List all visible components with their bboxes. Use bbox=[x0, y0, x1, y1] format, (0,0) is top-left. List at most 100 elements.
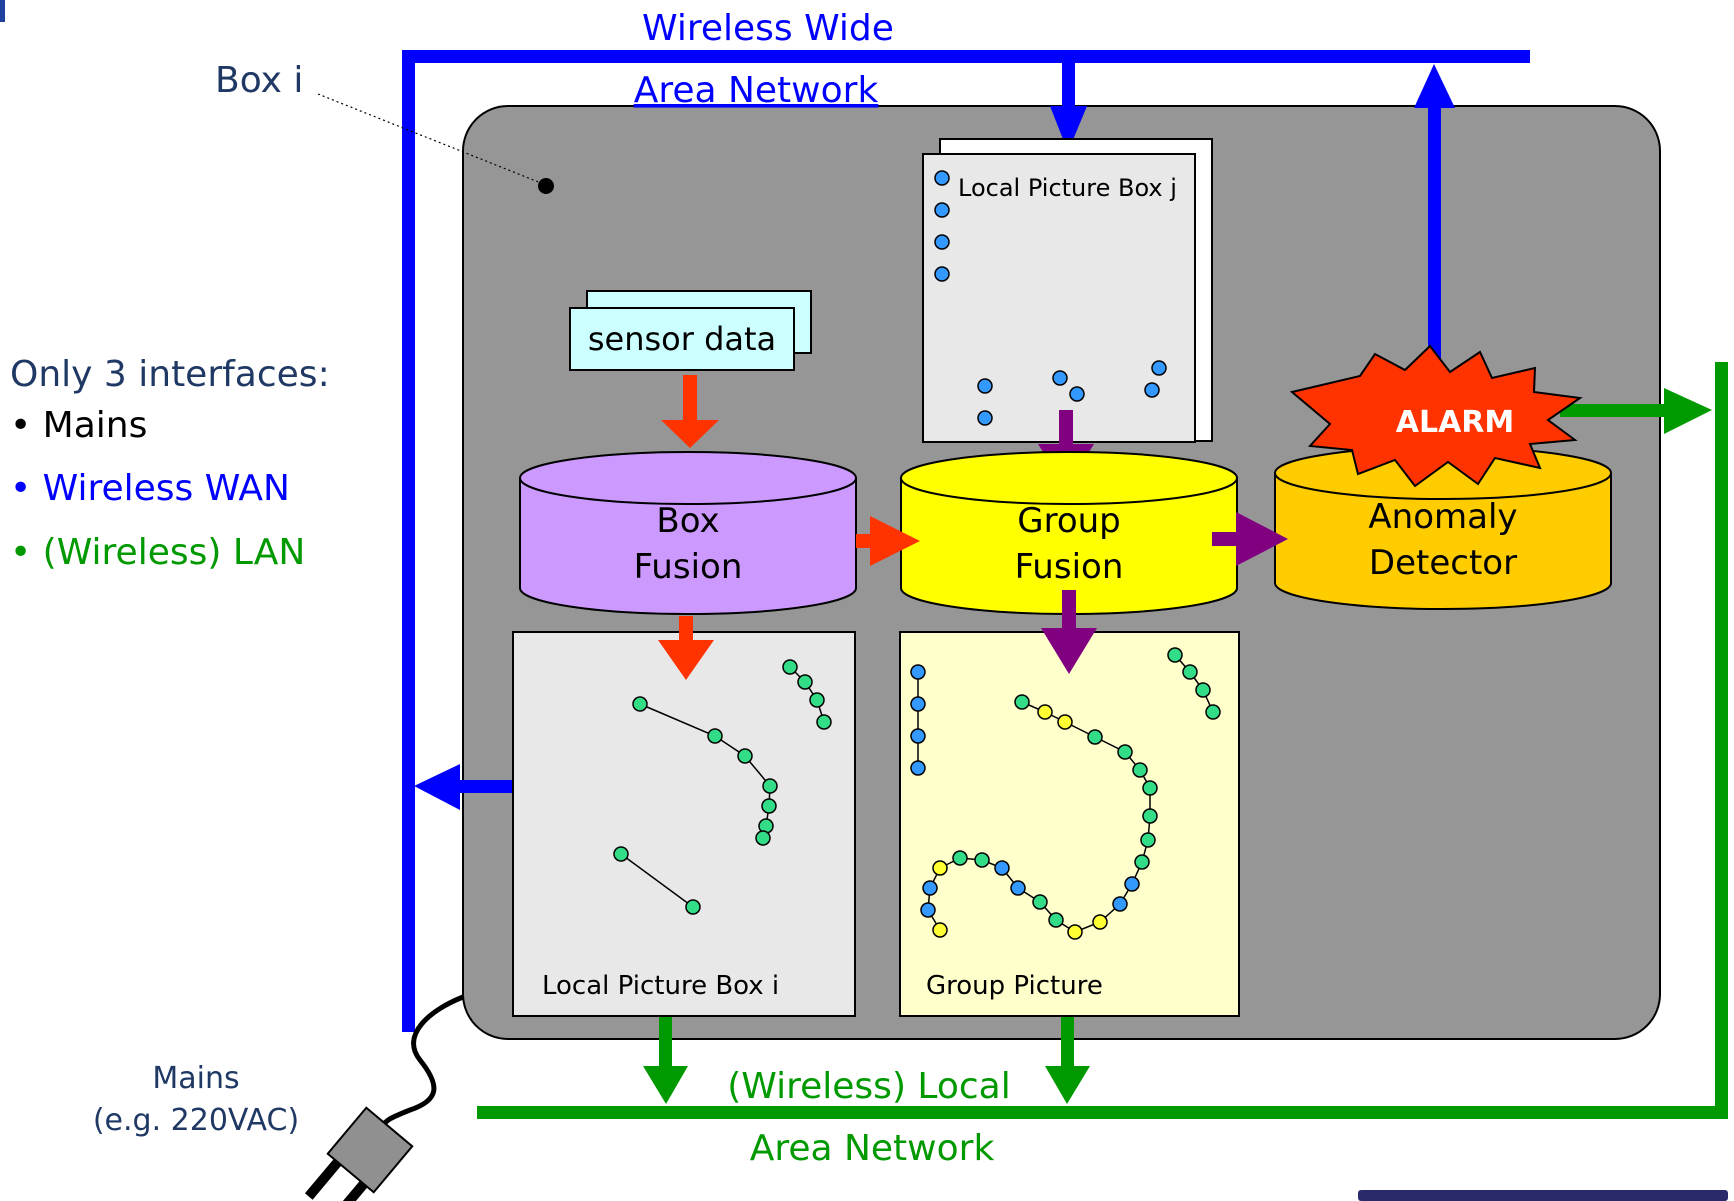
local-picture-box-i-tracks bbox=[613, 659, 832, 915]
sensor-to-box-fusion-arrow bbox=[661, 375, 719, 448]
track-point bbox=[1142, 780, 1158, 796]
track-point bbox=[1112, 896, 1128, 912]
mains-label-line1: Mains bbox=[152, 1061, 239, 1096]
track-point bbox=[1069, 386, 1085, 402]
track-point bbox=[1048, 912, 1064, 928]
group-picture-label: Group Picture bbox=[926, 971, 1103, 1001]
anomaly-detector-label-line1: Anomaly bbox=[1368, 497, 1517, 537]
track-point bbox=[1092, 914, 1108, 930]
track-point bbox=[934, 170, 950, 186]
lan-label-line2: Area Network bbox=[750, 1128, 995, 1169]
group-fusion-cylinder bbox=[900, 451, 1238, 615]
track-point bbox=[1010, 880, 1026, 896]
track-point bbox=[797, 674, 813, 690]
track-point bbox=[1014, 694, 1030, 710]
slide-marker bbox=[0, 0, 5, 22]
track-point bbox=[1087, 729, 1103, 745]
track-point bbox=[932, 922, 948, 938]
lan-bus bbox=[477, 362, 1728, 1119]
track-line bbox=[620, 853, 694, 908]
group-to-anomaly-arrow bbox=[1212, 512, 1288, 566]
track-point bbox=[910, 728, 926, 744]
track-point bbox=[1142, 808, 1158, 824]
track-point bbox=[762, 778, 778, 794]
box-fusion-label-line2: Fusion bbox=[634, 547, 743, 587]
track-point bbox=[1144, 382, 1160, 398]
track-point bbox=[922, 880, 938, 896]
interfaces-heading: Only 3 interfaces: bbox=[10, 354, 330, 395]
box-fusion-cylinder bbox=[519, 451, 857, 615]
track-point bbox=[1134, 854, 1150, 870]
group-fusion-to-gp-arrow bbox=[1041, 590, 1097, 674]
group-fusion-label-line2: Fusion bbox=[1015, 547, 1124, 587]
track-point bbox=[632, 696, 648, 712]
track-point bbox=[1057, 714, 1073, 730]
interface-wireless-lan: • (Wireless) LAN bbox=[10, 532, 305, 573]
track-point bbox=[910, 664, 926, 680]
track-point bbox=[1205, 704, 1221, 720]
track-point bbox=[1032, 894, 1048, 910]
local-picture-box-i-label: Local Picture Box i bbox=[542, 971, 779, 1001]
box-to-group-fusion-arrow bbox=[856, 516, 920, 566]
track-point bbox=[1124, 876, 1140, 892]
track-point bbox=[1182, 664, 1198, 680]
track-point bbox=[977, 378, 993, 394]
group-picture-tracks bbox=[910, 647, 1221, 940]
track-point bbox=[910, 696, 926, 712]
track-line bbox=[789, 666, 825, 723]
brand-logo-fragment bbox=[1358, 1190, 1728, 1201]
track-point bbox=[974, 852, 990, 868]
track-point bbox=[977, 410, 993, 426]
mains-plug-icon bbox=[304, 994, 464, 1201]
sensor-data-label: sensor data bbox=[588, 320, 776, 358]
track-point bbox=[737, 748, 753, 764]
box-i-pointer bbox=[317, 93, 547, 186]
track-point bbox=[782, 659, 798, 675]
group-picture bbox=[899, 631, 1240, 1017]
track-point bbox=[685, 899, 701, 915]
box-fusion-label-line1: Box bbox=[656, 501, 719, 541]
alarm-label: ALARM bbox=[1396, 405, 1515, 440]
track-point bbox=[1117, 744, 1133, 760]
track-point bbox=[809, 692, 825, 708]
anomaly-detector-label-line2: Detector bbox=[1369, 543, 1517, 583]
mains-label-line2: (e.g. 220VAC) bbox=[93, 1103, 299, 1138]
track-point bbox=[934, 202, 950, 218]
track-point bbox=[934, 234, 950, 250]
track-point bbox=[707, 728, 723, 744]
track-point bbox=[934, 266, 950, 282]
local-picture-box-i bbox=[512, 631, 856, 1017]
sensor-data-stack bbox=[569, 290, 812, 371]
track-point bbox=[932, 860, 948, 876]
box-i-label: Box i bbox=[215, 60, 303, 101]
local-picture-box-j-label: Local Picture Box j bbox=[958, 174, 1177, 202]
track-point bbox=[920, 902, 936, 918]
track-point bbox=[816, 714, 832, 730]
wan-label-line1: Wireless Wide bbox=[642, 8, 894, 49]
track-point bbox=[1151, 360, 1167, 376]
track-point bbox=[1195, 682, 1211, 698]
track-point bbox=[1140, 832, 1156, 848]
track-point bbox=[1052, 370, 1068, 386]
box-i-pointer-dot bbox=[538, 178, 554, 194]
interface-mains: • Mains bbox=[10, 405, 147, 446]
local-picture-box-j-tracks bbox=[934, 170, 1167, 426]
track-point bbox=[1132, 762, 1148, 778]
alarm-starburst-icon bbox=[1289, 344, 1583, 488]
wan-label-line2: Area Network bbox=[634, 70, 879, 111]
interface-wireless-wan: • Wireless WAN bbox=[10, 468, 290, 509]
track-point bbox=[613, 846, 629, 862]
track-point bbox=[910, 760, 926, 776]
track-point bbox=[1067, 924, 1083, 940]
track-line bbox=[1174, 654, 1214, 713]
lan-label-line1: (Wireless) Local bbox=[727, 1066, 1010, 1107]
track-point bbox=[755, 830, 771, 846]
box-fusion-to-lpi-arrow bbox=[658, 616, 714, 680]
track-point bbox=[1037, 704, 1053, 720]
group-fusion-label-line1: Group bbox=[1017, 501, 1121, 541]
track-point bbox=[952, 850, 968, 866]
track-point bbox=[761, 798, 777, 814]
track-point bbox=[994, 860, 1010, 876]
track-point bbox=[1167, 647, 1183, 663]
